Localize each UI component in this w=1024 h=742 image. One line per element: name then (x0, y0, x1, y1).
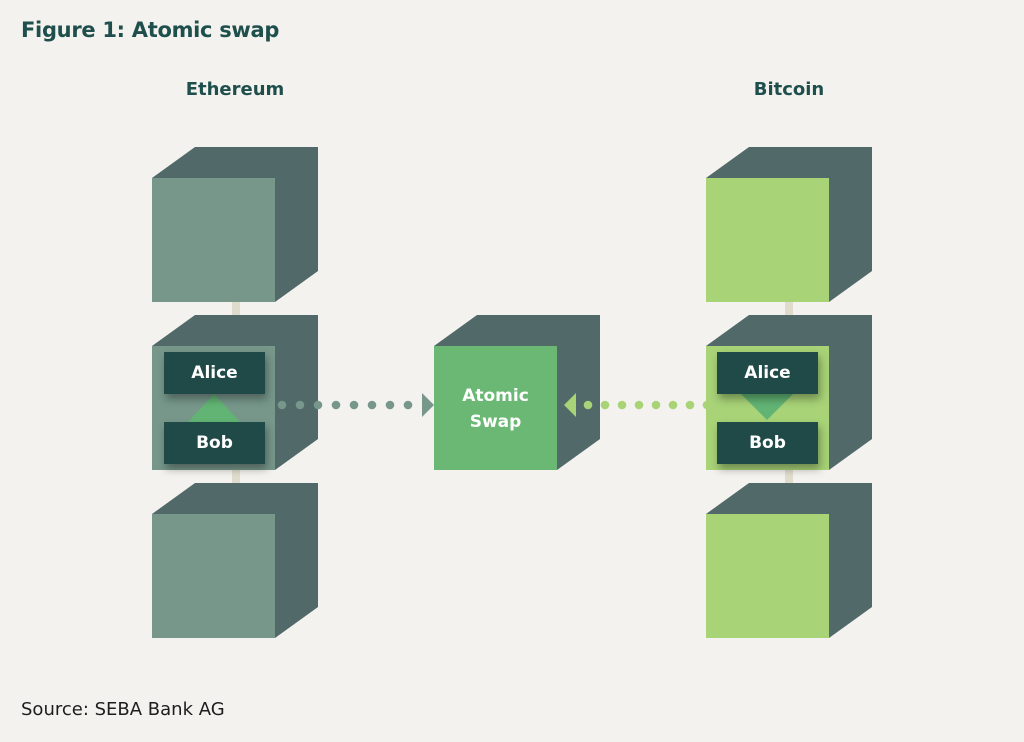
ethereum-block-3-front (152, 514, 275, 638)
ethereum-label: Ethereum (185, 79, 285, 100)
bitcoin-label: Bitcoin (753, 79, 825, 100)
bitcoin-connector-2 (785, 464, 793, 500)
bitcoin-bob-box: Bob (717, 422, 818, 464)
atomic-swap-line1: Atomic (462, 386, 529, 406)
ethereum-block-1 (152, 147, 318, 302)
ethereum-dot (349, 400, 359, 410)
atomic-swap-label: Atomic Swap (434, 383, 557, 435)
ethereum-dot (295, 400, 305, 410)
bitcoin-block-3-side (706, 483, 872, 638)
bitcoin-alice-box: Alice (717, 352, 818, 394)
ethereum-dot (259, 400, 269, 410)
atomic-swap-line2: Swap (469, 412, 522, 432)
ethereum-dot (331, 400, 341, 410)
ethereum-arrowhead-icon (422, 393, 434, 417)
atomic-swap-block-front (434, 346, 557, 470)
ethereum-dot (367, 400, 377, 410)
bitcoin-block-1-side (706, 147, 872, 302)
bitcoin-dot (634, 400, 644, 410)
figure-title: Figure 1: Atomic swap (21, 18, 280, 42)
atomic-swap-block (434, 315, 600, 470)
bitcoin-down-arrow-icon (741, 394, 793, 420)
ethereum-block-3 (152, 483, 318, 638)
bitcoin-block-1-front (706, 178, 829, 302)
ethereum-block-2-side (152, 315, 318, 470)
bitcoin-block-1 (706, 147, 872, 302)
ethereum-bob-box: Bob (164, 422, 265, 464)
ethereum-dot (385, 400, 395, 410)
ethereum-dot (277, 400, 287, 410)
ethereum-block-3-side (152, 483, 318, 638)
atomic-swap-block-side (434, 315, 600, 470)
bitcoin-dot (685, 400, 695, 410)
bitcoin-connector-1 (785, 296, 793, 332)
ethereum-connector-2 (232, 464, 240, 500)
ethereum-block-1-side (152, 147, 318, 302)
ethereum-block-1-front (152, 178, 275, 302)
bitcoin-dot (583, 400, 593, 410)
ethereum-dot (403, 400, 413, 410)
bitcoin-dot (668, 400, 678, 410)
bitcoin-arrowhead-icon (564, 393, 576, 417)
ethereum-dot (313, 400, 323, 410)
bitcoin-block-2-side (706, 315, 872, 470)
ethereum-connector-1 (232, 296, 240, 332)
bitcoin-dot (600, 400, 610, 410)
bitcoin-dot (617, 400, 627, 410)
ethereum-up-arrow-icon (188, 394, 240, 422)
bitcoin-block-3 (706, 483, 872, 638)
source-note: Source: SEBA Bank AG (21, 699, 225, 720)
ethereum-alice-box: Alice (164, 352, 265, 394)
bitcoin-dot (702, 400, 712, 410)
bitcoin-dot (651, 400, 661, 410)
bitcoin-block-3-front (706, 514, 829, 638)
